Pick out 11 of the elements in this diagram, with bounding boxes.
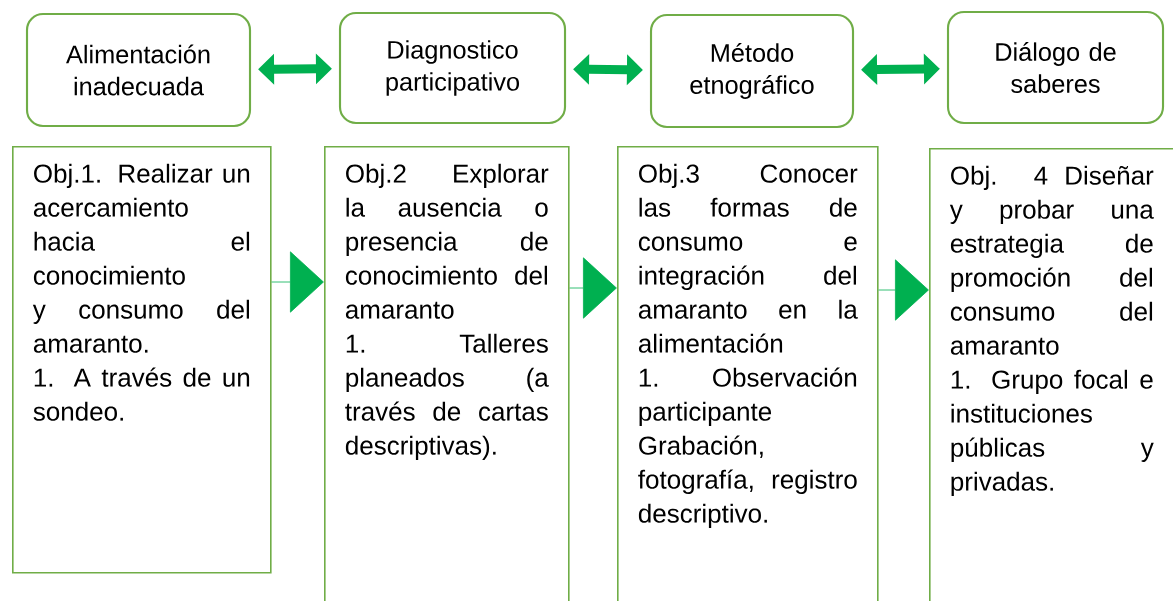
objective-box: Obj.2 Explorar la ausencia o presencia de conocimiento del amaranto 1. Talleres planeados (a través de cartas descriptivas). (324, 146, 570, 601)
arrow (271, 251, 324, 313)
objective-box: Obj.1. Realizar un acercamiento hacia el conocimiento y consumo del amaranto. 1. A través de un sondeo. (12, 146, 272, 574)
objective-box: Obj.3 Conocer las formas de consumo e integración del amaranto en la alimentación 1. Observación participante Grabación, fotografía, registro descriptivo. (617, 146, 879, 601)
objective-box: Obj. 4 Diseñar y probar una estrategia de promoción del consumo del amaranto 1. Grupo focal e instituciones públicas y privadas. (929, 148, 1173, 601)
arrow (569, 257, 617, 319)
stage-box: Alimentación inadecuada (25, 12, 252, 128)
stage-box: Diálogo de saberes (946, 10, 1165, 125)
stage-box: Diagnostico participativo (338, 11, 567, 125)
arrow (878, 259, 929, 321)
stage-box: Método etnográfico (649, 13, 855, 129)
